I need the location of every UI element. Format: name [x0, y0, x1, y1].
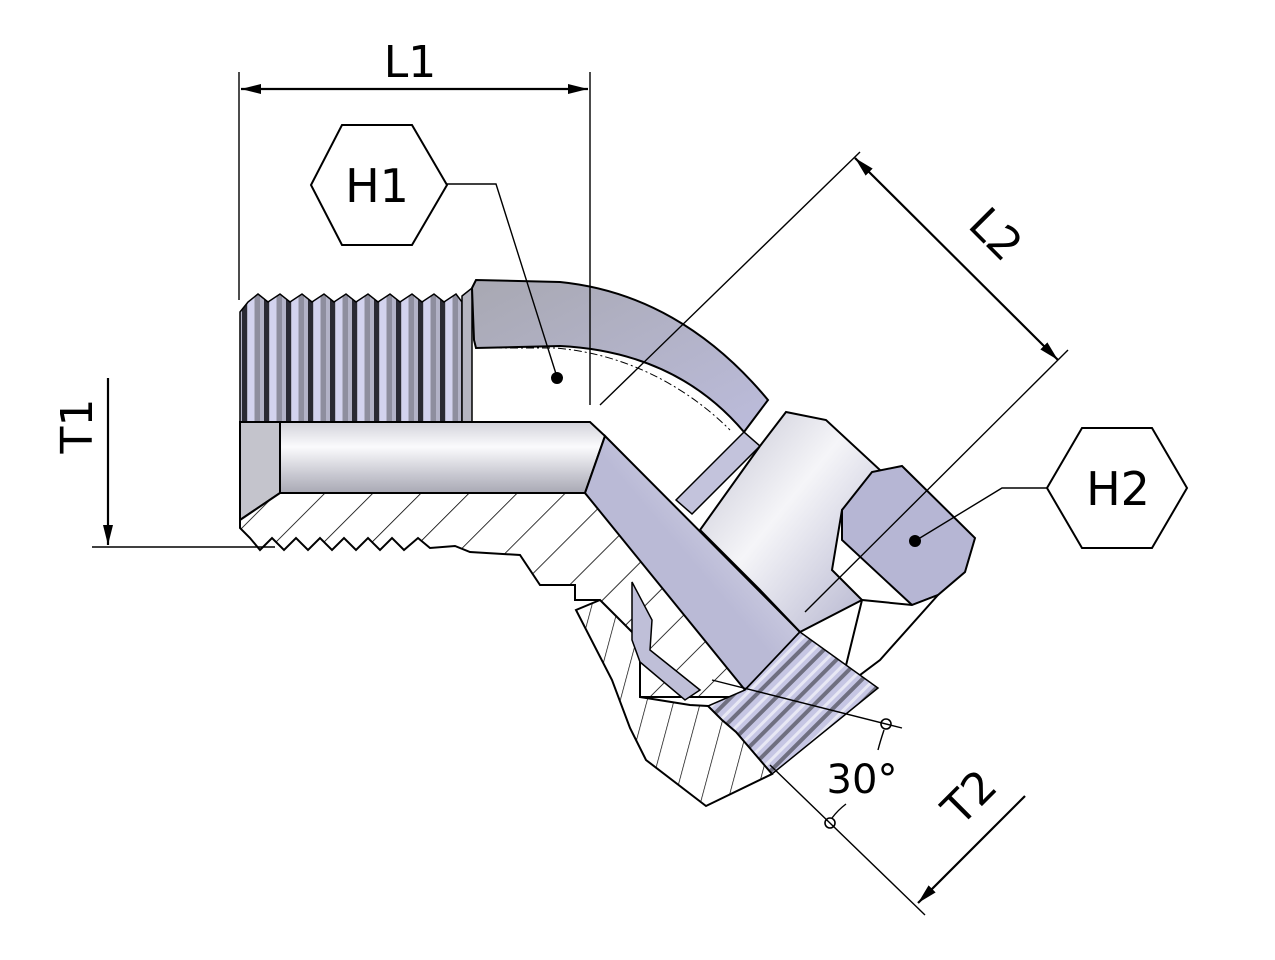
l2-extension-top	[599, 151, 861, 406]
angle-leg-1	[711, 679, 903, 729]
dimension-t2: T2	[769, 760, 1026, 916]
angle-point-2	[824, 817, 836, 829]
t2-extension	[769, 764, 926, 916]
callout-h1: H1	[309, 124, 563, 384]
h2-leader	[914, 487, 1047, 542]
l2-dimension-line	[854, 157, 1059, 361]
t1-label: T1	[52, 399, 103, 455]
angle-arc-1	[877, 729, 885, 751]
h1-leader	[447, 183, 558, 378]
dimension-angle: 30°	[711, 679, 903, 829]
l2-extension-bottom	[804, 349, 1069, 613]
angle-label: 30°	[827, 757, 898, 803]
bore-horizontal	[239, 421, 607, 494]
l2-label: L2	[959, 198, 1032, 271]
nut-hex-face	[841, 464, 977, 607]
t2-dimension-line	[917, 795, 1026, 904]
h1-hex-icon	[309, 124, 449, 246]
angle-point-1	[880, 718, 892, 730]
elbow-hidden-line	[478, 347, 731, 431]
h2-leader-dot	[909, 535, 921, 547]
oring-groove	[631, 581, 702, 701]
fitting-body	[239, 278, 977, 808]
h1-leader-dot	[551, 372, 563, 384]
thread-collar	[461, 286, 473, 423]
elbow-outer-band	[470, 278, 770, 434]
h2-label: H2	[1086, 462, 1150, 516]
male-thread	[239, 292, 463, 423]
callout-h2: H2	[909, 427, 1189, 549]
dimension-t1: T1	[52, 378, 275, 548]
swivel-nut	[698, 410, 882, 634]
section-nut-lower	[574, 598, 774, 808]
dimension-l1: L1	[238, 37, 591, 405]
angle-arc-2	[831, 803, 847, 819]
h1-label: H1	[345, 159, 409, 213]
l1-label: L1	[384, 37, 437, 88]
